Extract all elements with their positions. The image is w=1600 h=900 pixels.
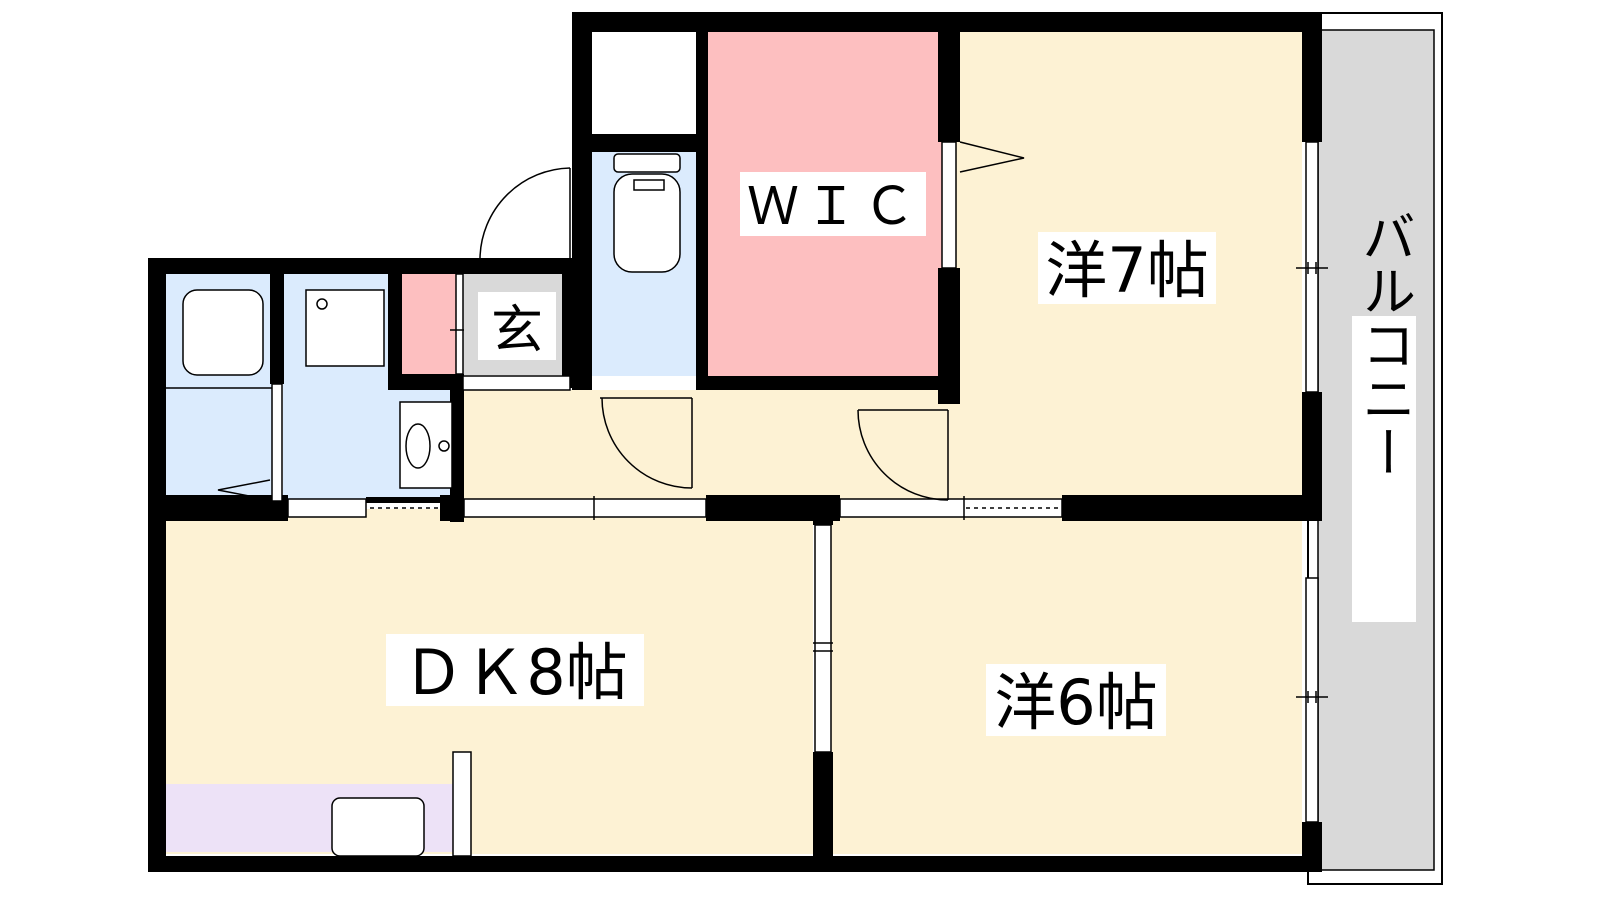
shoe-box-floor: [402, 272, 457, 375]
walls: [148, 12, 1322, 872]
window-7jo-right: [1305, 141, 1319, 393]
front-door-swing: [479, 167, 571, 259]
toilet-door-swing: [601, 397, 693, 489]
balcony-label: バルコニー: [1353, 209, 1416, 479]
window-6jo-right: [1305, 577, 1319, 823]
closet-floor: [582, 30, 704, 136]
entrance-step: [462, 375, 571, 391]
bath-door-panel: [271, 383, 283, 502]
washroom-sliding-door: [287, 498, 367, 518]
shoe-box-front: [455, 273, 464, 375]
entrance-label: 玄: [491, 301, 543, 361]
toilet-tank: [613, 153, 681, 173]
hall-6jo-sliding-door: [839, 498, 1063, 518]
bathtub: [182, 289, 264, 376]
western6-label: 洋6帖: [994, 666, 1157, 739]
window-tick-marks: [450, 262, 1328, 703]
hallway-floor: [463, 390, 946, 501]
wic-door-arrow: [959, 141, 1025, 173]
counter-partition: [452, 751, 472, 857]
label-backgrounds: [386, 172, 1416, 736]
fixtures: [166, 153, 681, 857]
door-swings: [217, 141, 1025, 501]
toilet-bowl: [613, 173, 681, 273]
western7-label: 洋7帖: [1045, 234, 1208, 307]
7jo-door-swing: [857, 409, 949, 501]
windows: [271, 141, 1319, 857]
wic-label: ＷＩＣ: [747, 177, 921, 237]
dk8-label: ＤＫ8帖: [402, 636, 627, 709]
wic-sliding-door: [941, 141, 957, 269]
kitchen-sink: [331, 797, 425, 857]
hall-dk-sliding-door: [463, 498, 707, 518]
dk-6jo-sliding-door: [814, 524, 832, 753]
bath-door-arrow: [217, 479, 271, 501]
